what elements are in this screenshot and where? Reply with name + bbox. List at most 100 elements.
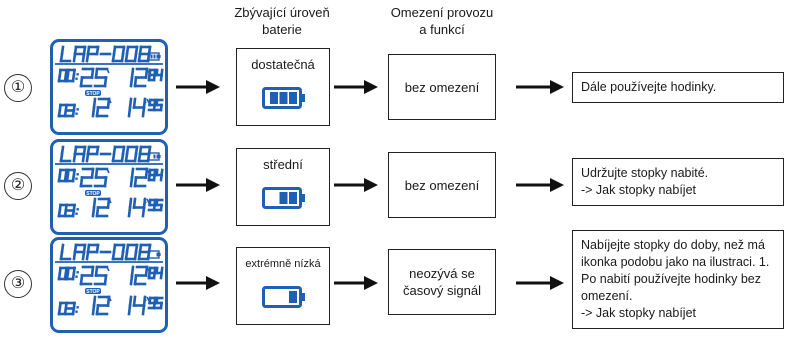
battery-header-line-1: Zbývající úroveň xyxy=(234,5,330,20)
lcd-digit xyxy=(147,266,157,280)
message-line: Po nabití používejte hodinky bez xyxy=(581,272,761,286)
lcd-digit xyxy=(57,103,68,118)
lcd-digit xyxy=(155,168,164,182)
lcd-digit xyxy=(154,198,164,212)
lcd-digit xyxy=(154,98,164,112)
message-line: Dále používejte hodinky. xyxy=(581,80,717,94)
lcd-digit xyxy=(127,295,133,316)
lcd-digit xyxy=(85,45,100,63)
arrow-icon xyxy=(334,178,378,192)
lcd-digit xyxy=(111,145,126,163)
stopwatch-display: STOP xyxy=(50,139,168,235)
lcd-digit xyxy=(124,243,139,261)
row-number: ① xyxy=(4,74,32,102)
lcd-digit xyxy=(147,98,157,112)
lcd-digit xyxy=(132,97,147,118)
battery-bar xyxy=(289,92,297,104)
row-number: ② xyxy=(4,172,32,200)
arrow-icon xyxy=(516,80,564,94)
lcd-digit xyxy=(59,145,72,163)
lcd-digit xyxy=(59,45,72,63)
battery-bar xyxy=(279,92,288,104)
battery-box: dostatečná xyxy=(236,48,330,126)
lcd-digit xyxy=(59,243,72,261)
lcd-digit xyxy=(127,197,133,218)
lcd-digit xyxy=(79,67,95,88)
lcd-digit xyxy=(57,168,68,183)
message-line: Nabíjejte stopky do doby, než má xyxy=(581,238,765,252)
battery-header-line-2: baterie xyxy=(262,22,302,37)
battery-bar xyxy=(289,192,297,204)
restriction-text: neozývá se xyxy=(409,266,475,281)
lcd-digit xyxy=(111,243,126,261)
battery-icon xyxy=(262,87,305,109)
lcd-digit xyxy=(57,203,68,218)
arrow-icon xyxy=(176,178,220,192)
lcd-digit xyxy=(95,295,111,316)
lcd-digit xyxy=(57,266,68,281)
lcd-digit xyxy=(124,145,139,163)
arrow-icon xyxy=(176,80,220,94)
lcd-digit xyxy=(95,97,111,118)
arrow-icon xyxy=(176,276,220,290)
lcd-digit xyxy=(79,265,95,286)
lcd-digit xyxy=(57,68,68,83)
lcd-digit xyxy=(127,97,133,118)
lcd-digit xyxy=(65,266,76,281)
lcd-digit xyxy=(137,243,152,261)
arrow-icon xyxy=(516,178,564,192)
lcd-digit xyxy=(95,197,111,218)
lcd-digit xyxy=(93,67,109,88)
lcd-digit xyxy=(57,301,68,316)
stop-badge: STOP xyxy=(86,191,100,197)
row-number: ③ xyxy=(4,270,32,298)
lcd-digit xyxy=(65,103,76,118)
lcd-digit xyxy=(93,265,109,286)
battery-bar xyxy=(270,92,278,104)
lcd-digit xyxy=(91,295,97,316)
lcd-digit xyxy=(85,243,100,261)
battery-icon xyxy=(262,187,305,209)
lcd-digit xyxy=(72,243,87,261)
restriction-text: časový signál xyxy=(402,283,482,298)
lcd-digit xyxy=(111,45,126,63)
restriction-box: bez omezení xyxy=(388,54,496,120)
lcd-digit xyxy=(132,197,147,218)
message-line: omezení. xyxy=(581,289,633,303)
message-box: Nabíjejte stopky do doby, než má ikonka … xyxy=(572,230,784,329)
lcd-digit xyxy=(65,68,76,83)
lcd-digit xyxy=(72,45,87,63)
stopwatch-display: STOP xyxy=(50,39,168,135)
charging-link[interactable]: -> Jak stopky nabíjet xyxy=(581,306,696,320)
arrow-icon xyxy=(334,80,378,94)
lcd-digit xyxy=(85,145,100,163)
stopwatch-display: STOP xyxy=(50,237,168,333)
restriction-text: bez omezení xyxy=(404,177,480,193)
lcd-digit xyxy=(93,167,109,188)
battery-level-label: střední xyxy=(263,157,303,172)
restriction-box: bez omezení xyxy=(388,152,496,218)
lcd-digit xyxy=(133,67,149,88)
message-box: Dále používejte hodinky. xyxy=(572,72,784,103)
lcd-digit xyxy=(147,168,157,182)
battery-icon xyxy=(262,286,305,308)
battery-box: střední xyxy=(236,148,330,226)
lcd-digit xyxy=(133,167,149,188)
lcd-digit xyxy=(65,301,76,316)
battery-level-label: extrémně nízká xyxy=(245,258,321,270)
message-box: Udržujte stopky nabité. -> Jak stopky na… xyxy=(572,158,784,206)
lcd-digit xyxy=(132,295,147,316)
lcd-digit xyxy=(155,68,164,82)
arrow-icon xyxy=(334,276,378,290)
lcd-digit xyxy=(79,167,95,188)
lcd-digit xyxy=(147,198,157,212)
lcd-digit xyxy=(65,168,76,183)
message-line: ikonka podobu jako na ilustraci. 1. xyxy=(581,255,770,269)
charging-link[interactable]: -> Jak stopky nabíjet xyxy=(581,183,696,197)
lcd-digit xyxy=(91,197,97,218)
stop-badge: STOP xyxy=(86,91,100,97)
restriction-header: Omezení provozu a funkcí xyxy=(382,4,502,38)
lcd-digit xyxy=(155,266,164,280)
lcd-digit xyxy=(129,67,135,88)
message-line: Udržujte stopky nabité. xyxy=(581,166,709,180)
